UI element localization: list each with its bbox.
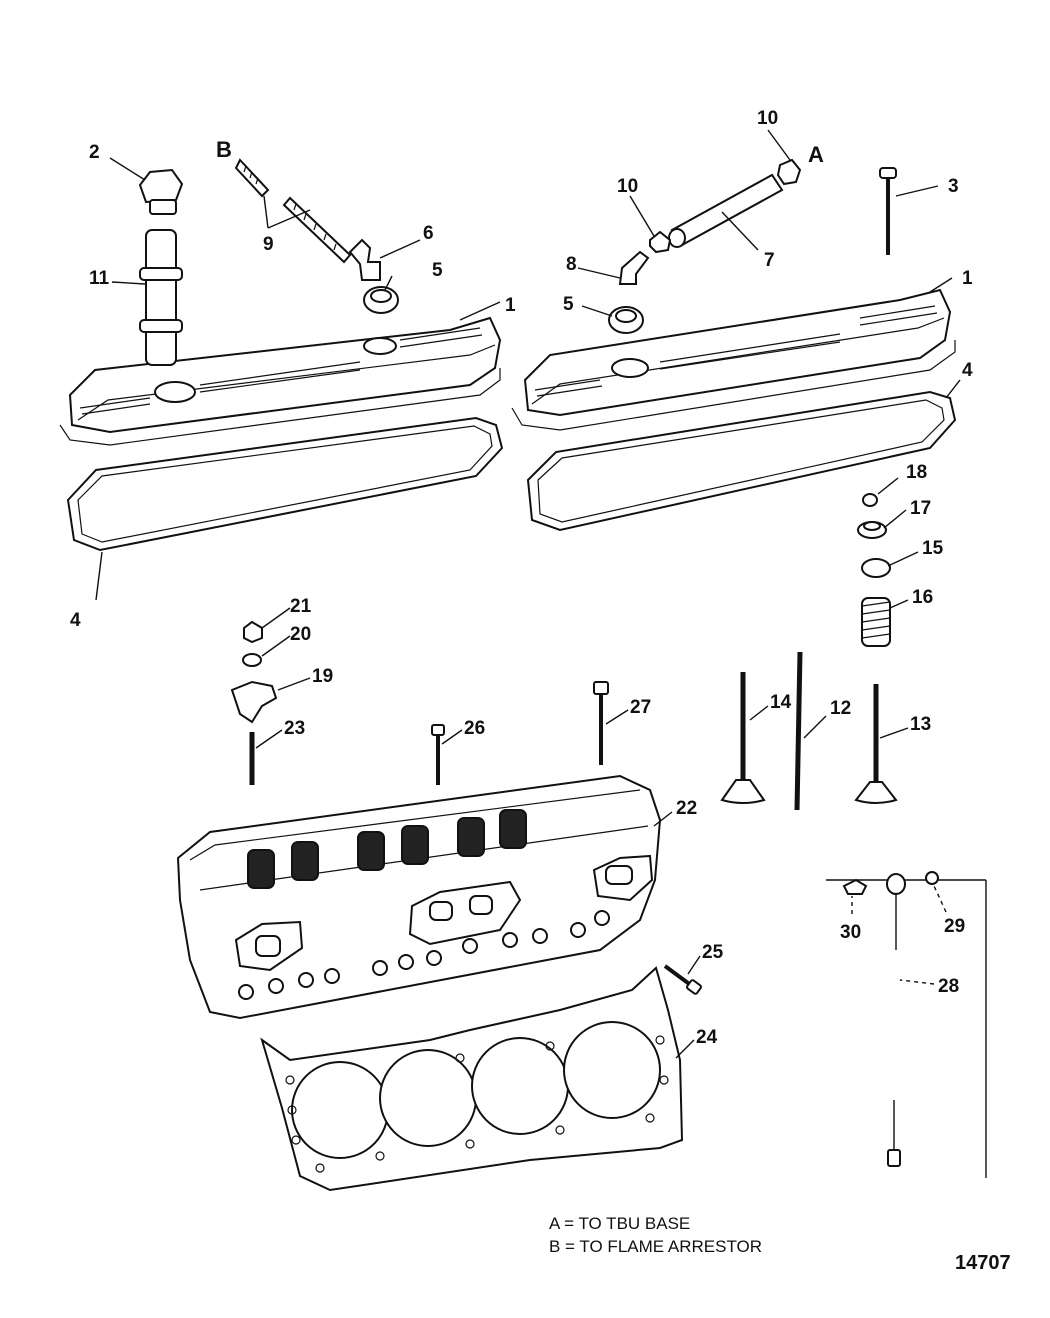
callout-3: 3 [948,176,959,197]
valve-spring-16 [861,597,891,647]
retainer-17 [857,521,887,539]
callout-5-left: 5 [432,260,443,281]
nut-10-upper [776,158,802,186]
head-gasket [260,966,684,1192]
callout-14: 14 [770,692,792,713]
callout-1-right: 1 [962,268,973,289]
callout-30: 30 [840,922,861,943]
callout-10-lower: 10 [617,176,638,197]
callout-6: 6 [423,223,434,244]
callout-25: 25 [702,942,724,963]
breather-hose [234,158,352,264]
grommet-right [608,306,644,334]
letter-a: A [808,142,824,167]
grommet-left [363,286,399,314]
callout-29: 29 [944,916,965,937]
sender-inset-frame [826,879,987,1178]
callout-2: 2 [89,142,100,163]
figure-number: 14707 [955,1252,1011,1274]
callout-24: 24 [696,1027,718,1048]
rocker-nut-21 [243,620,263,644]
bolt-25 [663,964,702,995]
callout-4-right: 4 [962,360,973,381]
oil-fill-tube [139,229,183,366]
callout-26: 26 [464,718,485,739]
callout-27: 27 [630,697,651,718]
legend-line-a: A = TO TBU BASE [549,1214,691,1233]
pushrod-12 [794,651,803,811]
cylinder-head [176,774,662,1020]
temperature-sender-28 [886,873,906,1167]
exhaust-valve-14 [720,672,766,804]
leader-lines [95,129,961,1059]
callout-12: 12 [830,698,851,719]
callout-15: 15 [922,538,944,559]
callout-18: 18 [906,462,927,483]
valve-lock-18 [862,493,878,507]
bolt-26 [431,724,445,785]
legend: A = TO TBU BASE B = TO FLAME ARRESTOR [549,1212,762,1258]
callout-1-left: 1 [505,295,516,316]
callout-10-upper: 10 [757,108,778,129]
nut-10-lower [649,230,672,254]
callout-16: 16 [912,587,933,608]
callout-21: 21 [290,596,312,617]
callout-20: 20 [290,624,311,645]
pcv-tube [668,173,784,248]
callout-13: 13 [910,714,931,735]
fitting-30 [842,878,868,895]
callout-17: 17 [910,498,931,519]
callout-11: 11 [89,268,110,289]
callout-7: 7 [764,250,775,271]
callout-8: 8 [566,254,577,275]
intake-valve-13 [854,684,898,804]
callout-4-left: 4 [70,610,81,631]
pivot-ball-20 [242,653,262,667]
callout-23: 23 [284,718,305,739]
callout-9: 9 [263,234,274,255]
breather-elbow [348,238,381,281]
valve-springs-row [247,809,527,889]
letter-b: B [216,137,232,162]
legend-line-b: B = TO FLAME ARRESTOR [549,1237,763,1256]
callout-numbers: 1 1 2 3 4 4 5 5 6 7 8 9 10 10 11 12 13 1… [70,108,973,1048]
bolt-27 [593,681,609,765]
callout-28: 28 [938,976,959,997]
right-rocker-cover [511,288,956,431]
callout-5-right: 5 [563,294,574,315]
nut-29 [925,871,939,885]
callout-19: 19 [312,666,333,687]
left-rocker-cover [59,316,502,446]
rocker-arm-19 [230,680,278,724]
right-rocker-gasket [526,390,957,532]
shield-15 [861,558,891,578]
left-rocker-gasket [66,416,504,552]
oil-fill-cap [138,168,184,215]
callout-22: 22 [676,798,697,819]
pcv-elbow [618,250,650,285]
bolt-3 [879,167,897,255]
